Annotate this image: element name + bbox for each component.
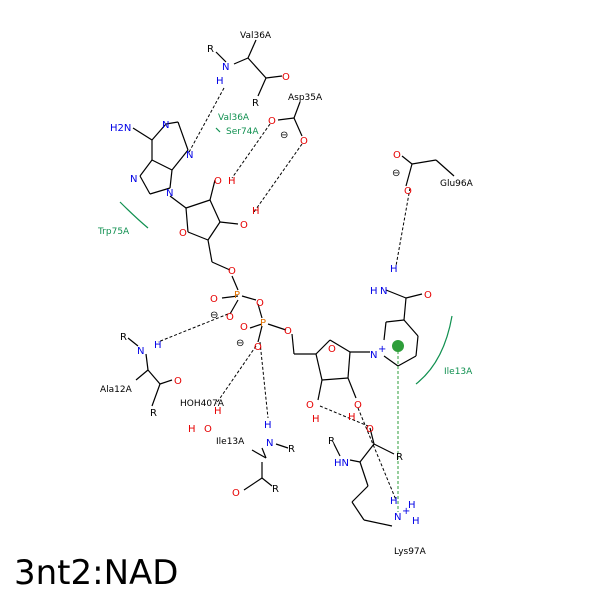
hydrophobic-contacts <box>119 127 453 385</box>
label-val36-green: Val36A <box>218 113 250 123</box>
label-ala12: Ala12A <box>100 385 133 395</box>
nicotinamide-ring <box>383 289 423 367</box>
hydrogen-bonds <box>157 87 411 501</box>
atom-n: N <box>130 174 137 185</box>
residue-labels: Val36A Asp35A Val36A Ser74A Trp75A Glu96… <box>97 31 474 557</box>
atom-o: O <box>254 342 262 353</box>
label-trp75: Trp75A <box>97 227 130 237</box>
nicotinamide-ribose <box>294 339 370 401</box>
atom-h: H <box>154 340 162 351</box>
pi-cation-interaction <box>392 340 404 512</box>
atom-h: H <box>216 76 224 87</box>
residue-glu96 <box>401 155 455 187</box>
label-val36-top: Val36A <box>240 31 272 41</box>
residue-val36-top <box>215 39 283 97</box>
atom-o: O <box>404 186 412 197</box>
atom-o: O <box>268 116 276 127</box>
atom-o: O <box>240 322 248 333</box>
atom-o: O <box>214 176 222 187</box>
charge-plus: + <box>378 344 386 355</box>
atom-o: O <box>228 266 236 277</box>
atom-r: R <box>396 452 403 463</box>
atom-h: H <box>188 424 196 435</box>
atom-h: H <box>390 496 398 507</box>
atom-o: O <box>240 220 248 231</box>
atom-h: H <box>370 286 378 297</box>
charge-minus: ⊖ <box>236 338 244 349</box>
atom-o: O <box>328 344 336 355</box>
atom-h: H <box>264 420 272 431</box>
hydrophobic-arc-val36-ser74 <box>215 127 221 133</box>
atom-o: O <box>174 376 182 387</box>
residue-ala12 <box>127 337 173 407</box>
atom-o: O <box>284 326 292 337</box>
atom-h: H <box>412 516 420 527</box>
atom-r: R <box>272 484 279 495</box>
label-glu96: Glu96A <box>440 179 474 189</box>
atom-o: O <box>306 400 314 411</box>
atom-r: R <box>120 332 127 343</box>
label-lys97: Lys97A <box>394 547 427 557</box>
adenine-group <box>132 121 189 195</box>
atom-r: R <box>252 98 259 109</box>
charge-minus: ⊖ <box>392 168 400 179</box>
atom-labels: R N H O R O ⊖ O H2N N N N N O H O H O O … <box>110 44 432 527</box>
atom-h: H <box>408 500 416 511</box>
atom-n: N <box>186 150 193 161</box>
atom-o: O <box>226 312 234 323</box>
atom-n: N <box>380 286 387 297</box>
residue-lys97 <box>333 427 395 527</box>
label-ser74-green: Ser74A <box>226 127 259 137</box>
residue-ile13-bottom <box>243 443 289 491</box>
label-ile13-right: Ile13A <box>444 367 473 377</box>
atom-r: R <box>328 436 335 447</box>
aromatic-ring-centroid <box>392 340 404 352</box>
atom-o: O <box>282 72 290 83</box>
pyrophosphate-bridge <box>221 275 295 355</box>
atom-o: O <box>204 424 212 435</box>
atom-p: P <box>260 318 266 329</box>
atom-r: R <box>288 444 295 455</box>
atom-h2n: H2N <box>110 123 131 134</box>
atom-o: O <box>232 488 240 499</box>
atom-n: N <box>266 438 273 449</box>
diagram-title: 3nt2:NAD <box>14 553 178 593</box>
atom-o: O <box>210 294 218 305</box>
atom-n: N <box>166 188 173 199</box>
label-ile13-bottom: Ile13A <box>216 437 245 447</box>
atom-n-plus: N <box>394 512 401 523</box>
adenosine-ribose <box>169 179 239 271</box>
atom-p: P <box>234 290 240 301</box>
charge-plus: + <box>402 506 410 517</box>
atom-o: O <box>424 290 432 301</box>
atom-h: H <box>228 176 236 187</box>
atom-r: R <box>150 408 157 419</box>
atom-r: R <box>207 44 214 55</box>
atom-o: O <box>366 424 374 435</box>
atom-o: O <box>256 298 264 309</box>
atom-o: O <box>179 228 187 239</box>
atom-n: N <box>137 346 144 357</box>
residue-asp35 <box>277 101 303 137</box>
hydrophobic-arc-trp75 <box>119 201 149 229</box>
charge-minus: ⊖ <box>210 310 218 321</box>
atom-h: H <box>312 414 320 425</box>
atom-n: N <box>222 62 229 73</box>
atom-h: H <box>252 206 260 217</box>
atom-n: N <box>162 120 169 131</box>
atom-h: H <box>348 412 356 423</box>
atom-n-plus: N <box>370 350 377 361</box>
label-asp35: Asp35A <box>288 93 323 103</box>
hydrophobic-arc-ile13 <box>415 315 453 385</box>
atom-h: H <box>214 406 222 417</box>
charge-minus: ⊖ <box>280 130 288 141</box>
label-hoh407: HOH407A <box>180 399 225 409</box>
atom-o: O <box>300 136 308 147</box>
atom-o: O <box>354 400 362 411</box>
atom-h: H <box>390 264 398 275</box>
atom-hn: HN <box>334 458 349 469</box>
atom-o: O <box>393 150 401 161</box>
